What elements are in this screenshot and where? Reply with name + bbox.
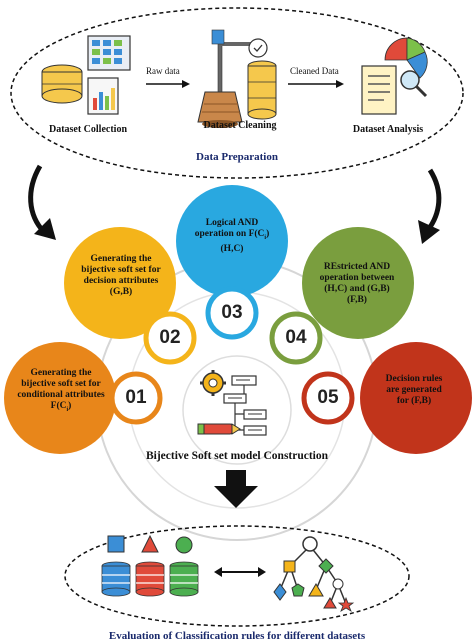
left-curved-arrow	[28, 164, 46, 234]
step-02-badge	[143, 311, 197, 365]
step-02-number: 02	[159, 327, 181, 348]
construction-title: Bijective Soft set model Construction	[145, 450, 329, 462]
data-preparation-title: Data Preparation	[196, 151, 278, 163]
database-red-icon	[135, 534, 165, 597]
database-blue-icon	[101, 535, 131, 597]
step-04-circle	[302, 227, 414, 339]
database-green-icon	[169, 536, 199, 597]
step-03-circle	[176, 185, 288, 297]
step-05-text: Decision rules are generated for (F,B)	[385, 374, 443, 406]
step-02-text: Generating the bijective soft set for de…	[81, 254, 161, 297]
step-03-text: Logical AND operation on F(Ci) (H,C)	[194, 218, 270, 254]
step-04-text: REstricted AND operation between (H,C) a…	[319, 262, 395, 305]
step-04-number: 04	[285, 327, 307, 348]
step-01-badge	[109, 371, 163, 425]
gear-flowchart-icon	[197, 370, 267, 436]
dataset-collection-label: Dataset Collection	[48, 124, 128, 135]
dataset-cleaning-label: Dataset Cleaning	[203, 120, 277, 131]
evaluation-boundary	[64, 525, 410, 627]
step-01-number: 01	[125, 387, 147, 408]
step-03-number: 03	[221, 302, 243, 323]
step-05-badge	[301, 371, 355, 425]
decision-tree-icon	[273, 536, 355, 612]
step-02-circle	[64, 227, 176, 339]
dataset-cleaning-icon	[197, 29, 277, 128]
step-03-badge	[205, 286, 259, 340]
step-01-circle	[4, 342, 116, 454]
right-curved-arrow	[425, 168, 442, 232]
dataset-collection-icon	[41, 35, 131, 115]
down-arrow	[226, 470, 246, 488]
step-05-number: 05	[317, 387, 339, 408]
raw-data-label: Raw data	[146, 66, 180, 76]
data-preparation-boundary	[10, 7, 464, 179]
step-05-circle	[360, 342, 472, 454]
evaluation-title: Evaluation of Classification rules for d…	[108, 630, 366, 640]
cleaned-data-label: Cleaned Data	[290, 66, 339, 76]
center-hub	[182, 355, 292, 465]
dataset-analysis-icon	[361, 37, 428, 115]
step-04-badge	[269, 311, 323, 365]
dataset-analysis-label: Dataset Analysis	[352, 124, 424, 135]
step-01-text: Generating the bijective soft set for co…	[17, 368, 105, 413]
